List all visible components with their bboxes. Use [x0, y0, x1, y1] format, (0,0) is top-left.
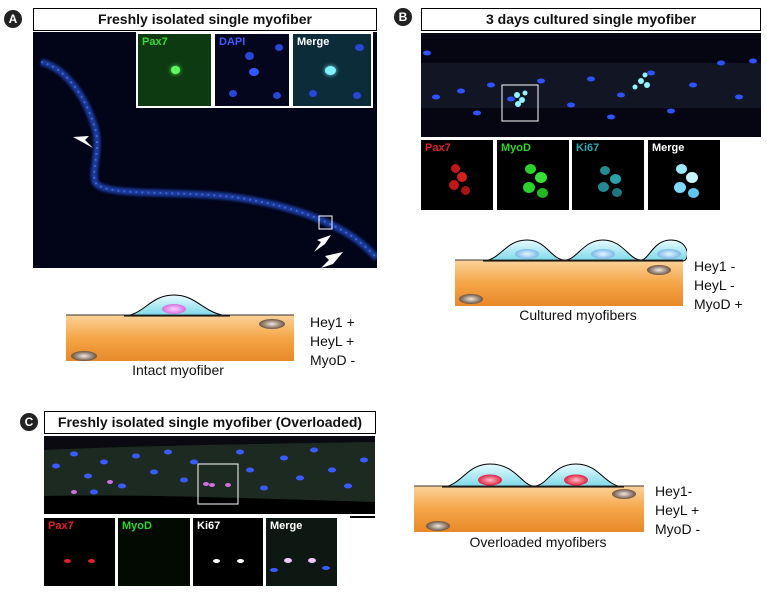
panel-b-diagram-caption: Cultured myofibers — [519, 307, 637, 323]
marker-heyl: HeyL - — [694, 277, 735, 293]
panel-a-micrograph: Pax7 DAPI Merge — [33, 32, 377, 268]
marker-hey1: Hey1- — [655, 483, 693, 499]
marker-hey1: Hey1 + — [310, 314, 355, 330]
inset-label-merge: Merge — [652, 142, 685, 154]
inset-label-pax7: Pax7 — [425, 142, 451, 154]
panel-a-title: Freshly isolated single myofiber — [33, 8, 377, 31]
inset-label-merge: Merge — [270, 520, 303, 532]
panel-a-inset-merge: Merge — [291, 32, 373, 108]
inset-label-dapi: DAPI — [219, 36, 246, 48]
panel-b-markers: Hey1 - HeyL - MyoD + — [694, 257, 743, 314]
inset-label-merge: Merge — [297, 36, 330, 48]
inset-label-ki67: Ki67 — [576, 142, 600, 154]
panel-c-inset-ki67: Ki67 — [193, 518, 263, 586]
panel-c-badge: C — [20, 413, 38, 431]
panel-a-diagram — [64, 293, 296, 365]
panel-c-fiber-image — [44, 436, 375, 514]
inset-label-myod: MyoD — [122, 520, 152, 532]
panel-b-fiber-image — [421, 50, 761, 122]
inset-label-pax7: Pax7 — [142, 36, 168, 48]
panel-a-markers: Hey1 + HeyL + MyoD - — [310, 313, 355, 370]
marker-myod: MyoD - — [655, 521, 701, 537]
scale-bar — [350, 516, 375, 518]
overloaded-myofiber-diagram — [414, 463, 644, 532]
inset-label-ki67: Ki67 — [197, 520, 221, 532]
panel-c-inset-pax7: Pax7 — [44, 518, 115, 586]
panel-b-title: 3 days cultured single myofiber — [421, 8, 761, 31]
arrow-icons — [73, 136, 343, 268]
panel-c-diagram — [412, 460, 648, 534]
panel-a-diagram-caption: Intact myofiber — [132, 362, 224, 378]
intact-myofiber-diagram — [66, 294, 294, 361]
inset-label-myod: MyoD — [501, 142, 531, 154]
panel-b-badge: B — [394, 8, 412, 26]
panel-b-inset-ki67: Ki67 — [572, 140, 644, 210]
panel-c-inset-myod: MyoD — [118, 518, 190, 586]
panel-c-diagram-caption: Overloaded myofibers — [469, 534, 607, 550]
panel-b-inset-merge: Merge — [648, 140, 720, 210]
panel-c-markers: Hey1- HeyL + MyoD - — [655, 482, 700, 539]
cultured-myofiber-diagram — [455, 239, 687, 306]
inset-label-pax7: Pax7 — [48, 520, 74, 532]
marker-hey1: Hey1 - — [694, 258, 736, 274]
panel-c-inset-merge: Merge — [266, 518, 337, 586]
marker-myod: MyoD + — [694, 296, 743, 312]
panel-c-micrograph — [44, 436, 375, 514]
panel-b-inset-myod: MyoD — [497, 140, 569, 210]
panel-a-badge: A — [4, 10, 22, 28]
panel-a-fiber-image — [39, 58, 377, 268]
panel-a-inset-pax7: Pax7 — [136, 32, 213, 108]
panel-b-diagram — [453, 236, 687, 308]
panel-b-micrograph — [421, 33, 761, 137]
marker-heyl: HeyL + — [655, 502, 700, 518]
panel-b-inset-pax7: Pax7 — [421, 140, 493, 210]
marker-myod: MyoD - — [310, 352, 356, 368]
panel-c-title: Freshly isolated single myofiber (Overlo… — [44, 411, 376, 434]
panel-a-inset-dapi: DAPI — [213, 32, 291, 108]
marker-heyl: HeyL + — [310, 333, 355, 349]
